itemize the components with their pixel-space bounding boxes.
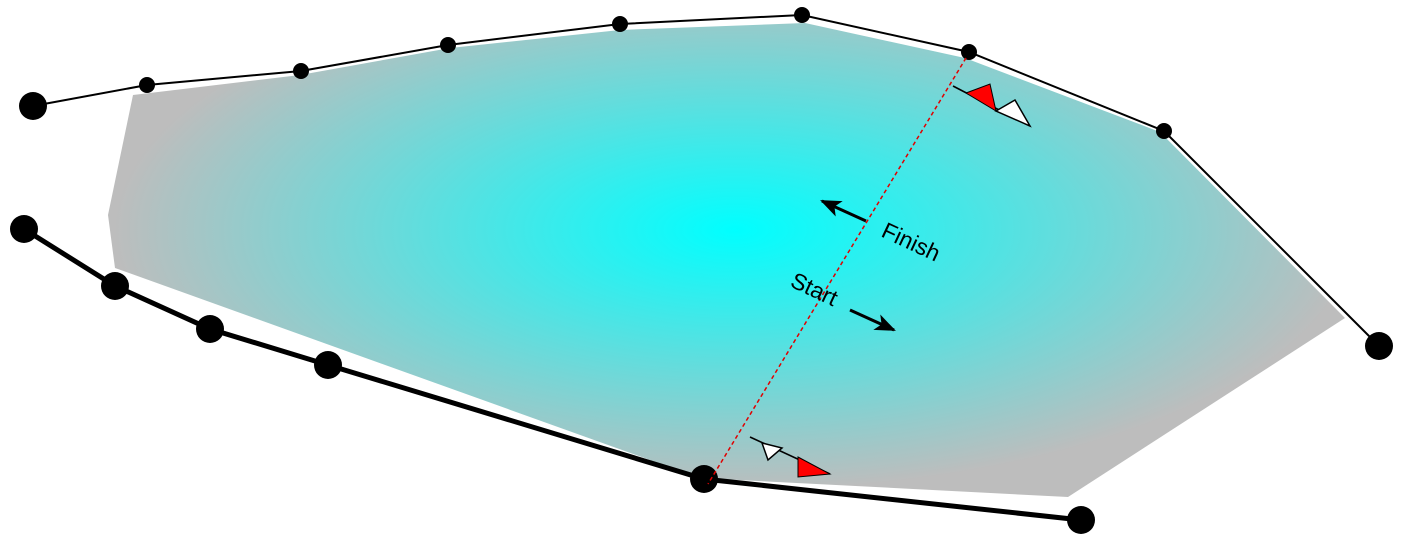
lower-boundary-vertices [10,215,1095,534]
vertex-point [19,92,47,120]
lower-boundary-line [22,226,1082,523]
marker-red-triangle [964,83,997,113]
vertex-point [1067,506,1095,534]
lower-water-marker [749,436,832,478]
upper-boundary-vertices [19,7,1393,360]
marker-red-triangle [797,456,832,478]
vertex-point [10,215,38,243]
vertex-point [961,44,977,60]
vertex-point [139,77,155,93]
vertex-point [440,37,456,53]
vertex-point [101,272,129,300]
vertex-point [690,465,718,493]
start-arrow [849,308,896,332]
vertex-point [794,7,810,23]
vertex-point [314,351,342,379]
marker-open-triangle [994,98,1032,128]
finish-arrow [820,199,867,223]
vertex-point [612,16,628,32]
vertex-point [1365,332,1393,360]
shaded-region [108,23,1345,497]
section-line [707,57,967,485]
vertex-point [1156,123,1172,139]
vertex-point [293,63,309,79]
vertex-point [196,315,224,343]
marker-open-triangle [760,441,784,462]
upper-water-marker [952,83,1032,128]
